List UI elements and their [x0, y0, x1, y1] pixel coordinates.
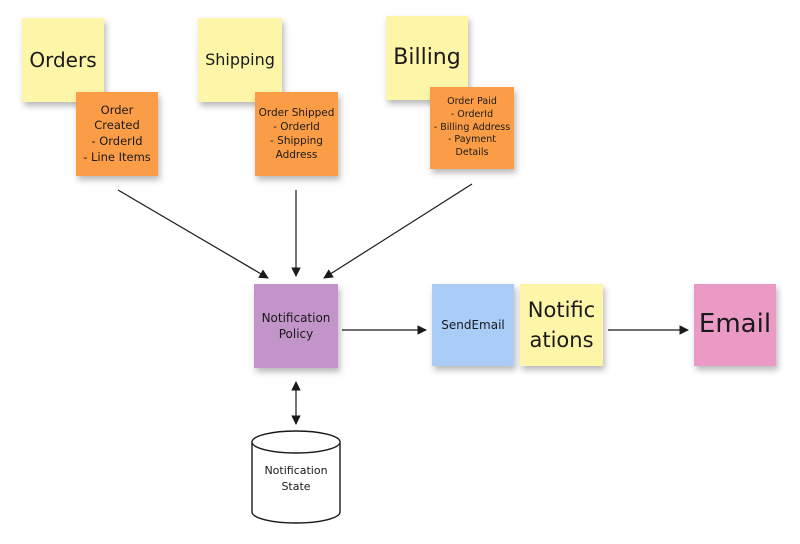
- orders-sticky-note[interactable]: Orders: [22, 18, 104, 102]
- send-email-command-note[interactable]: SendEmail: [432, 284, 514, 366]
- email-sticky-note[interactable]: Email: [694, 284, 776, 366]
- billing-sticky-note[interactable]: Billing: [386, 16, 468, 100]
- arrow-order-created-to-policy: [117, 189, 269, 279]
- notification-policy-note[interactable]: Notification Policy: [254, 284, 338, 368]
- order-created-event-note[interactable]: Order Created - OrderId - Line Items: [76, 92, 158, 176]
- notification-state-label: Notification State: [264, 464, 328, 493]
- shipping-sticky-note[interactable]: Shipping: [198, 18, 282, 102]
- order-shipped-event-note[interactable]: Order Shipped - OrderId - Shipping Addre…: [255, 92, 338, 176]
- notifications-sticky-note[interactable]: Notific ations: [520, 284, 603, 366]
- arrow-order-paid-to-policy: [323, 183, 473, 279]
- order-paid-event-note[interactable]: Order Paid - OrderId - Billing Address -…: [430, 87, 514, 169]
- database-cylinder-icon: [251, 430, 341, 524]
